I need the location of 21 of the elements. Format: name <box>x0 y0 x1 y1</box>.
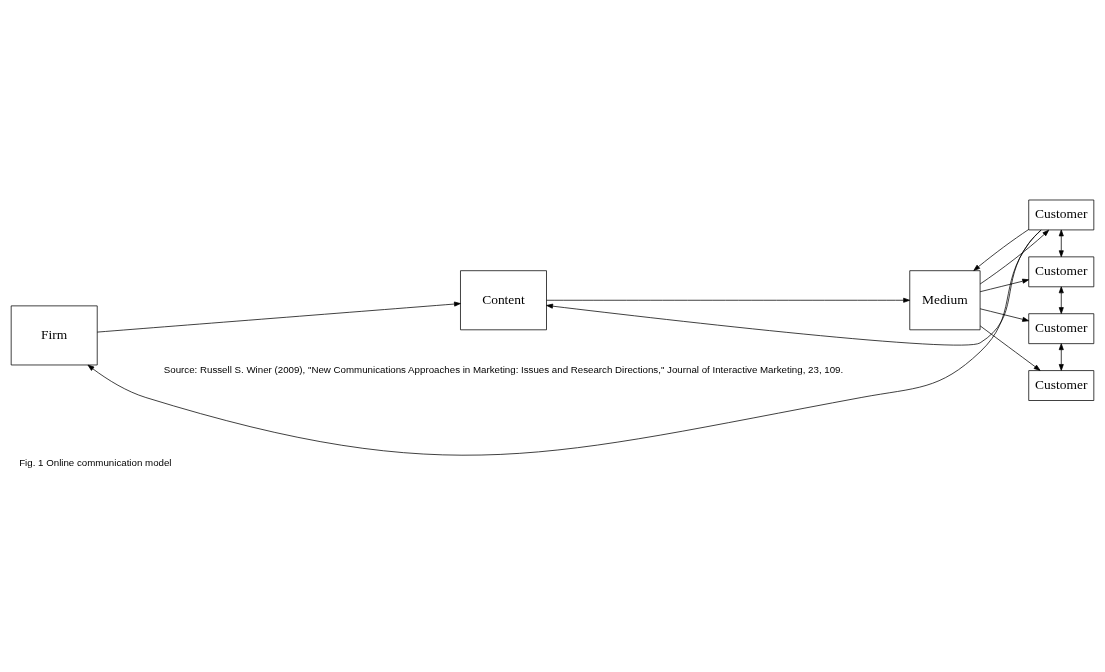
arrow <box>546 229 1042 346</box>
arrow <box>546 297 910 303</box>
node-box: Customer <box>1028 313 1095 345</box>
caption: Fig. 1 Online communication model <box>19 457 172 469</box>
arrow <box>979 278 1029 293</box>
arrow <box>87 229 1042 456</box>
node-box: Firm <box>10 305 98 366</box>
arrow <box>96 301 461 333</box>
node-box: Customer <box>1028 370 1095 401</box>
arrow <box>979 229 1050 285</box>
arrow <box>979 325 1041 371</box>
node-box: Content <box>460 270 547 331</box>
label: Source: Russell S. Winer (2009), "New Communications Approaches in Marketing: Issues and Research Directions," Journal of Interactive Marketing, 23, 109. <box>163 364 844 376</box>
node-box: Customer <box>1028 199 1095 231</box>
arrow <box>973 229 1030 271</box>
arrow <box>1058 343 1064 371</box>
arrow <box>1058 286 1064 314</box>
arrow <box>1058 229 1064 258</box>
node-box: Medium <box>909 270 981 331</box>
node-box: Customer <box>1028 256 1095 288</box>
arrow <box>979 308 1029 322</box>
